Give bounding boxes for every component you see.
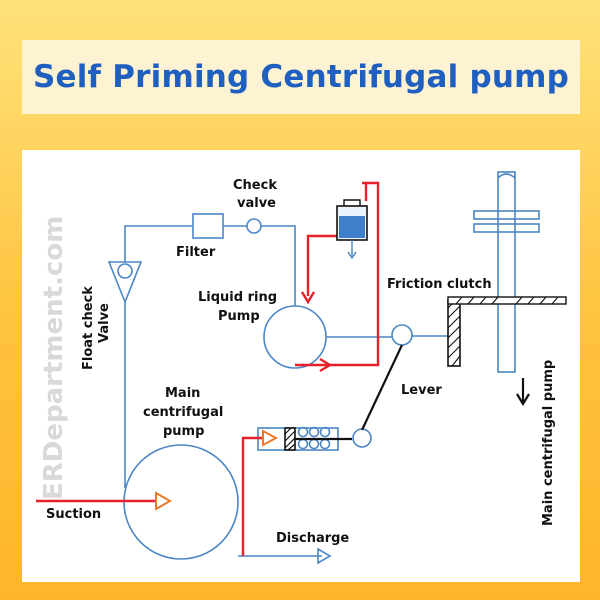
liquid-ring-label-1: Liquid ring (198, 290, 277, 305)
shaft-flange-bottom (473, 223, 540, 233)
header-pipe-left (124, 225, 193, 262)
check-valve-label-2: valve (237, 196, 276, 211)
suction-label: Suction (46, 507, 101, 522)
filter-label: Filter (176, 245, 216, 260)
liquid-ring-outlet-flow (295, 181, 380, 367)
lever-arm (361, 344, 403, 431)
servo-piston (284, 427, 296, 451)
tank-to-liquid-ring-flow (306, 234, 338, 296)
friction-clutch-bar (447, 296, 567, 305)
watermark: ERDepartment.com (39, 216, 69, 500)
discharge-to-servo-flow (241, 436, 263, 556)
float-check-label-1: Float check (81, 286, 96, 370)
servo-arrow-icon (262, 429, 279, 447)
float-ball (117, 263, 133, 279)
check-valve-label-1: Check (233, 178, 277, 193)
outflow-arrowhead (319, 357, 333, 373)
liquid-ring-label-2: Pump (218, 309, 260, 324)
main-pump-label-2: centrifugal (143, 405, 223, 420)
shaft-flange-top (473, 210, 540, 220)
main-shaft (497, 171, 516, 373)
main-pump-label-3: pump (163, 424, 204, 439)
check-to-liquid-ring-pipe (261, 225, 296, 306)
main-shaft-top (497, 173, 516, 179)
discharge-arrow (317, 547, 332, 565)
rotation-arrow-icon (516, 393, 530, 407)
water-tank (336, 199, 368, 260)
friction-clutch-plate (447, 299, 461, 367)
float-check-label-2: Valve (97, 303, 112, 343)
title-banner: Self Priming Centrifugal pump (22, 40, 580, 114)
float-check-valve-body (107, 261, 143, 305)
inflow-arrowhead (300, 291, 316, 305)
main-pump-vertical-label: Main centrifugal pump (541, 360, 556, 526)
lever-label: Lever (401, 383, 442, 398)
discharge-label: Discharge (276, 531, 349, 546)
suction-arrow-icon (155, 491, 173, 511)
friction-clutch-label: Friction clutch (387, 277, 492, 292)
page-title: Self Priming Centrifugal pump (32, 59, 570, 95)
main-pump-label-1: Main (165, 386, 200, 401)
